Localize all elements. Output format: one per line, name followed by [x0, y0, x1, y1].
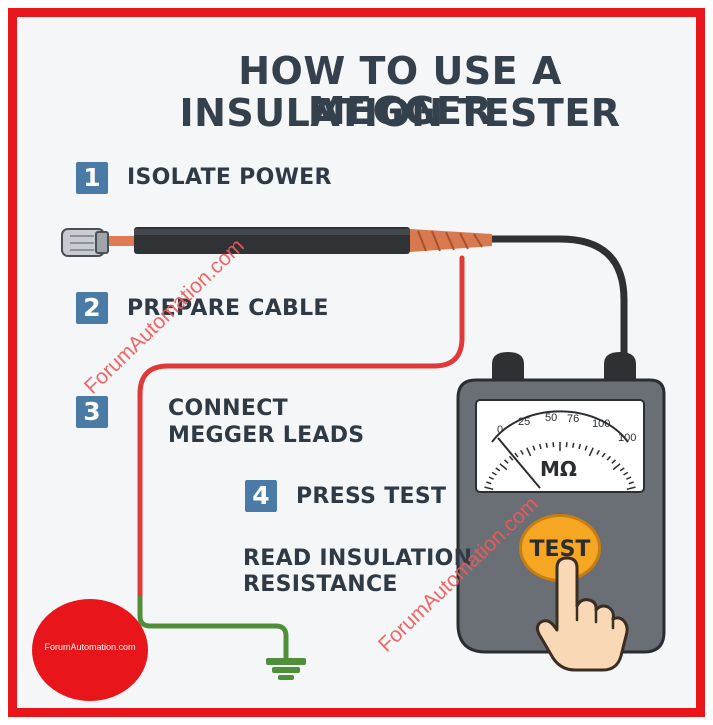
step-3-label-line1: CONNECT — [168, 396, 288, 421]
cable-lug — [61, 228, 109, 257]
scale-tick — [552, 442, 555, 448]
meter-unit: MΩ — [540, 457, 577, 481]
scale-label: 25 — [518, 416, 531, 428]
scale-tick — [623, 471, 629, 476]
meter-terminal-left — [492, 352, 524, 382]
red-border-frame — [8, 8, 705, 717]
pointing-hand-icon — [535, 556, 629, 672]
scale-tick — [495, 467, 501, 472]
scale-label: 50 — [545, 412, 558, 424]
step-3-badge: 3 — [76, 396, 108, 428]
brand-logo: ForumAutomation.com — [32, 599, 148, 701]
meter-needle — [497, 437, 541, 489]
scale-tick — [538, 443, 542, 450]
scale-label: 0 — [497, 424, 504, 436]
scale-tick — [626, 476, 632, 480]
scale-tick — [611, 459, 617, 464]
step-3-label-line2: MEGGER LEADS — [168, 423, 365, 448]
scale-tick — [526, 447, 532, 457]
scale-tick — [584, 445, 588, 451]
scale-tick — [572, 442, 575, 448]
scale-tick — [619, 467, 625, 472]
step-2-label: PREPARE CABLE — [127, 296, 329, 321]
scale-tick — [532, 445, 536, 451]
scale-label: 76 — [567, 413, 580, 425]
scale-tick — [488, 476, 494, 480]
scale-tick — [628, 481, 634, 485]
scale-tick — [499, 463, 508, 471]
scale-tick — [486, 481, 492, 485]
page-title-line1: HOW TO USE A MEGGER — [238, 49, 562, 133]
cable — [96, 227, 492, 254]
meter-terminal-right — [604, 352, 636, 382]
page-title-line2: INSULATION TESTER — [179, 91, 621, 135]
step-5-label-line1: READ INSULATION — [243, 546, 473, 571]
step-1-label: ISOLATE POWER — [127, 165, 332, 190]
step-5-label-line2: RESISTANCE — [243, 572, 398, 597]
scale-tick — [520, 449, 524, 455]
black-test-lead — [488, 235, 628, 364]
step-4-label: PRESS TEST — [296, 484, 447, 509]
step-2-badge: 2 — [76, 292, 108, 324]
scale-tick — [606, 455, 612, 461]
scale-tick — [545, 442, 548, 448]
scale-tick — [626, 486, 636, 491]
brand-logo-text: ForumAutomation.com — [44, 642, 136, 652]
ground-icon — [266, 658, 306, 680]
scale-tick — [508, 455, 514, 461]
step-1-badge: 1 — [76, 162, 108, 194]
scale-ticks — [484, 442, 636, 491]
scale-tick — [601, 452, 606, 458]
test-button-label: TEST — [529, 537, 591, 562]
scale-tick — [503, 459, 509, 464]
red-test-lead — [137, 255, 465, 603]
scale-tick — [588, 447, 594, 457]
scale-tick — [514, 452, 519, 458]
step-4-badge: 4 — [245, 480, 277, 512]
test-button[interactable]: TEST — [519, 514, 601, 582]
scale-label: 100 — [618, 432, 637, 444]
scale-tick — [491, 471, 497, 476]
scale-tick — [612, 463, 621, 471]
scale-tick — [565, 442, 568, 448]
scale-tick — [484, 486, 494, 491]
scale-label: 100 — [592, 418, 611, 430]
scale-tick — [596, 449, 600, 455]
ground-lead — [137, 595, 289, 661]
scale-tick — [578, 443, 582, 450]
